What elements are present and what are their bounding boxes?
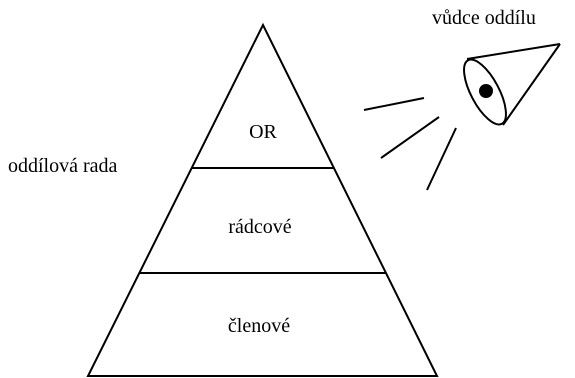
pyramid-top-label: OR — [249, 121, 277, 143]
eye-cone-icon — [463, 43, 561, 126]
pyramid-bottom-label: členové — [228, 315, 290, 337]
sight-line-1 — [363, 97, 425, 111]
pyramid-middle-label: rádcové — [228, 216, 291, 238]
pyramid-outline — [86, 22, 439, 377]
side-label: oddílová rada — [8, 155, 118, 177]
observer-label: vůdce oddílu — [432, 7, 536, 29]
sight-lines — [363, 97, 457, 191]
sight-line-2 — [380, 116, 440, 159]
sight-line-3 — [426, 127, 457, 191]
